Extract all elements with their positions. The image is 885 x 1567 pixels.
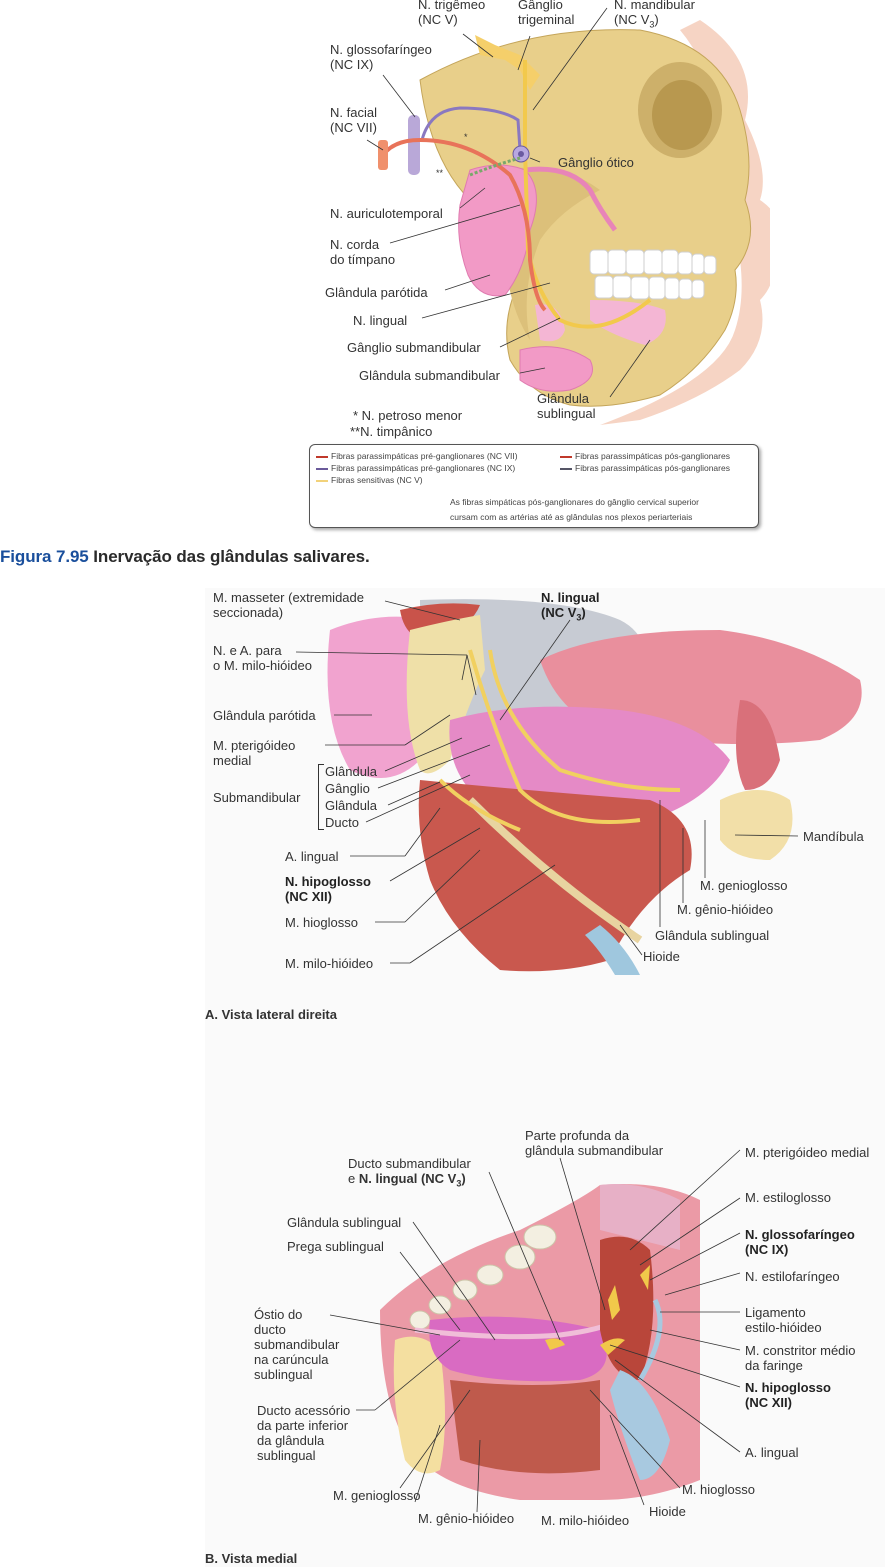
figure-number: Figura 7.95 (0, 547, 89, 566)
label-mandibular: N. mandibular(NC V3) (614, 0, 695, 30)
label-prega-sublingual: Prega sublingual (287, 1239, 384, 1254)
lateral-view-illustration (295, 599, 862, 975)
figure-b-title: B. Vista medial (205, 1551, 298, 1566)
label-glandula-submandibular: Glândula submandibular (359, 368, 500, 383)
label-genio-hioideo: M. gênio-hióideo (677, 902, 774, 917)
medial-view-illustration (329, 1149, 741, 1513)
label-sub-glandula: Glândula (325, 764, 378, 779)
label-submandibular-group: Submandibular (213, 790, 301, 805)
figure-a-title: A. Vista lateral direita (205, 1007, 337, 1022)
legend-item-4: Fibras sensitivas (NC V) (316, 475, 423, 486)
label-a-lingual: A. lingual (745, 1445, 799, 1460)
figure-caption: Figura 7.95 Inervação das glândulas sali… (0, 547, 370, 567)
label-glandula-sublingual: Glândula sublingual (655, 928, 770, 943)
label-star2: ** (436, 168, 444, 178)
label-sub-ducto: Ducto (325, 815, 359, 830)
label-star1: * (464, 132, 468, 142)
label-estiloglosso: M. estiloglosso (745, 1190, 831, 1205)
footnote-petroso: * N. petroso menor (353, 408, 463, 423)
label-pterigoideo-medial: M. pterigóideo medial (745, 1145, 870, 1160)
footnote-timpanico: **N. timpânico (350, 424, 433, 439)
label-trigemeo: N. trigêmeo(NC V) (418, 0, 486, 27)
legend-item-0: Fibras parassimpáticas pré-ganglionares … (316, 451, 518, 462)
label-ganglio-otico: Gânglio ótico (558, 155, 634, 170)
label-n-lingual: N. lingual(NC V3) (541, 590, 600, 623)
label-glandula-sublingual: Glândula sublingual (287, 1215, 402, 1230)
label-parotida: Glândula parótida (213, 708, 316, 723)
label-milo-hioideo: M. milo-hióideo (541, 1513, 630, 1528)
label-milo-hioideo: M. milo-hióideo (285, 956, 374, 971)
label-facial: N. facial(NC VII) (330, 105, 377, 135)
label-sub-ganglio: Gânglio (325, 781, 370, 796)
label-ganglio-submandibular: Gânglio submandibular (347, 340, 481, 355)
label-estilofaringeo: N. estilofaríngeo (745, 1269, 840, 1284)
label-lingual: N. lingual (353, 313, 408, 328)
label-hioide: Hioide (649, 1504, 686, 1519)
label-hipoglosso: N. hipoglosso(NC XII) (285, 874, 371, 904)
label-hioglosso: M. hioglosso (285, 915, 358, 930)
legend-item-2: Fibras parassimpáticas pré-ganglionares … (316, 463, 515, 474)
label-mandibula: Mandíbula (803, 829, 864, 844)
label-glossofaringeo: N. glossofaríngeo(NC IX) (330, 42, 432, 72)
submandibular-bracket (318, 764, 324, 830)
label-a-lingual: A. lingual (285, 849, 339, 864)
label-genioglosso: M. genioglosso (700, 878, 788, 893)
legend-item-3: Fibras parassimpáticas pós-ganglionares (560, 463, 730, 474)
skull-illustration (366, 7, 770, 425)
legend-note: As fibras simpáticas pós-ganglionares do… (450, 497, 699, 522)
label-genio-hioideo: M. gênio-hióideo (418, 1511, 515, 1526)
label-auriculotemporal: N. auriculotemporal (330, 206, 443, 221)
label-hioglosso: M. hioglosso (682, 1482, 755, 1497)
label-glossofaringeo: N. glossofaríngeo(NC IX) (745, 1227, 855, 1257)
figure-caption-text: Inervação das glândulas salivares. (88, 547, 370, 566)
label-hioide: Hioide (643, 949, 680, 964)
label-parotida: Glândula parótida (325, 285, 428, 300)
label-genioglosso: M. genioglosso (333, 1488, 421, 1503)
label-hipoglosso: N. hipoglosso(NC XII) (745, 1380, 831, 1410)
label-sub-glandula-2: Glândula (325, 798, 378, 813)
legend-box: Fibras parassimpáticas pré-ganglionares … (309, 444, 759, 528)
legend-item-1: Fibras parassimpáticas pós-ganglionares (560, 451, 730, 462)
